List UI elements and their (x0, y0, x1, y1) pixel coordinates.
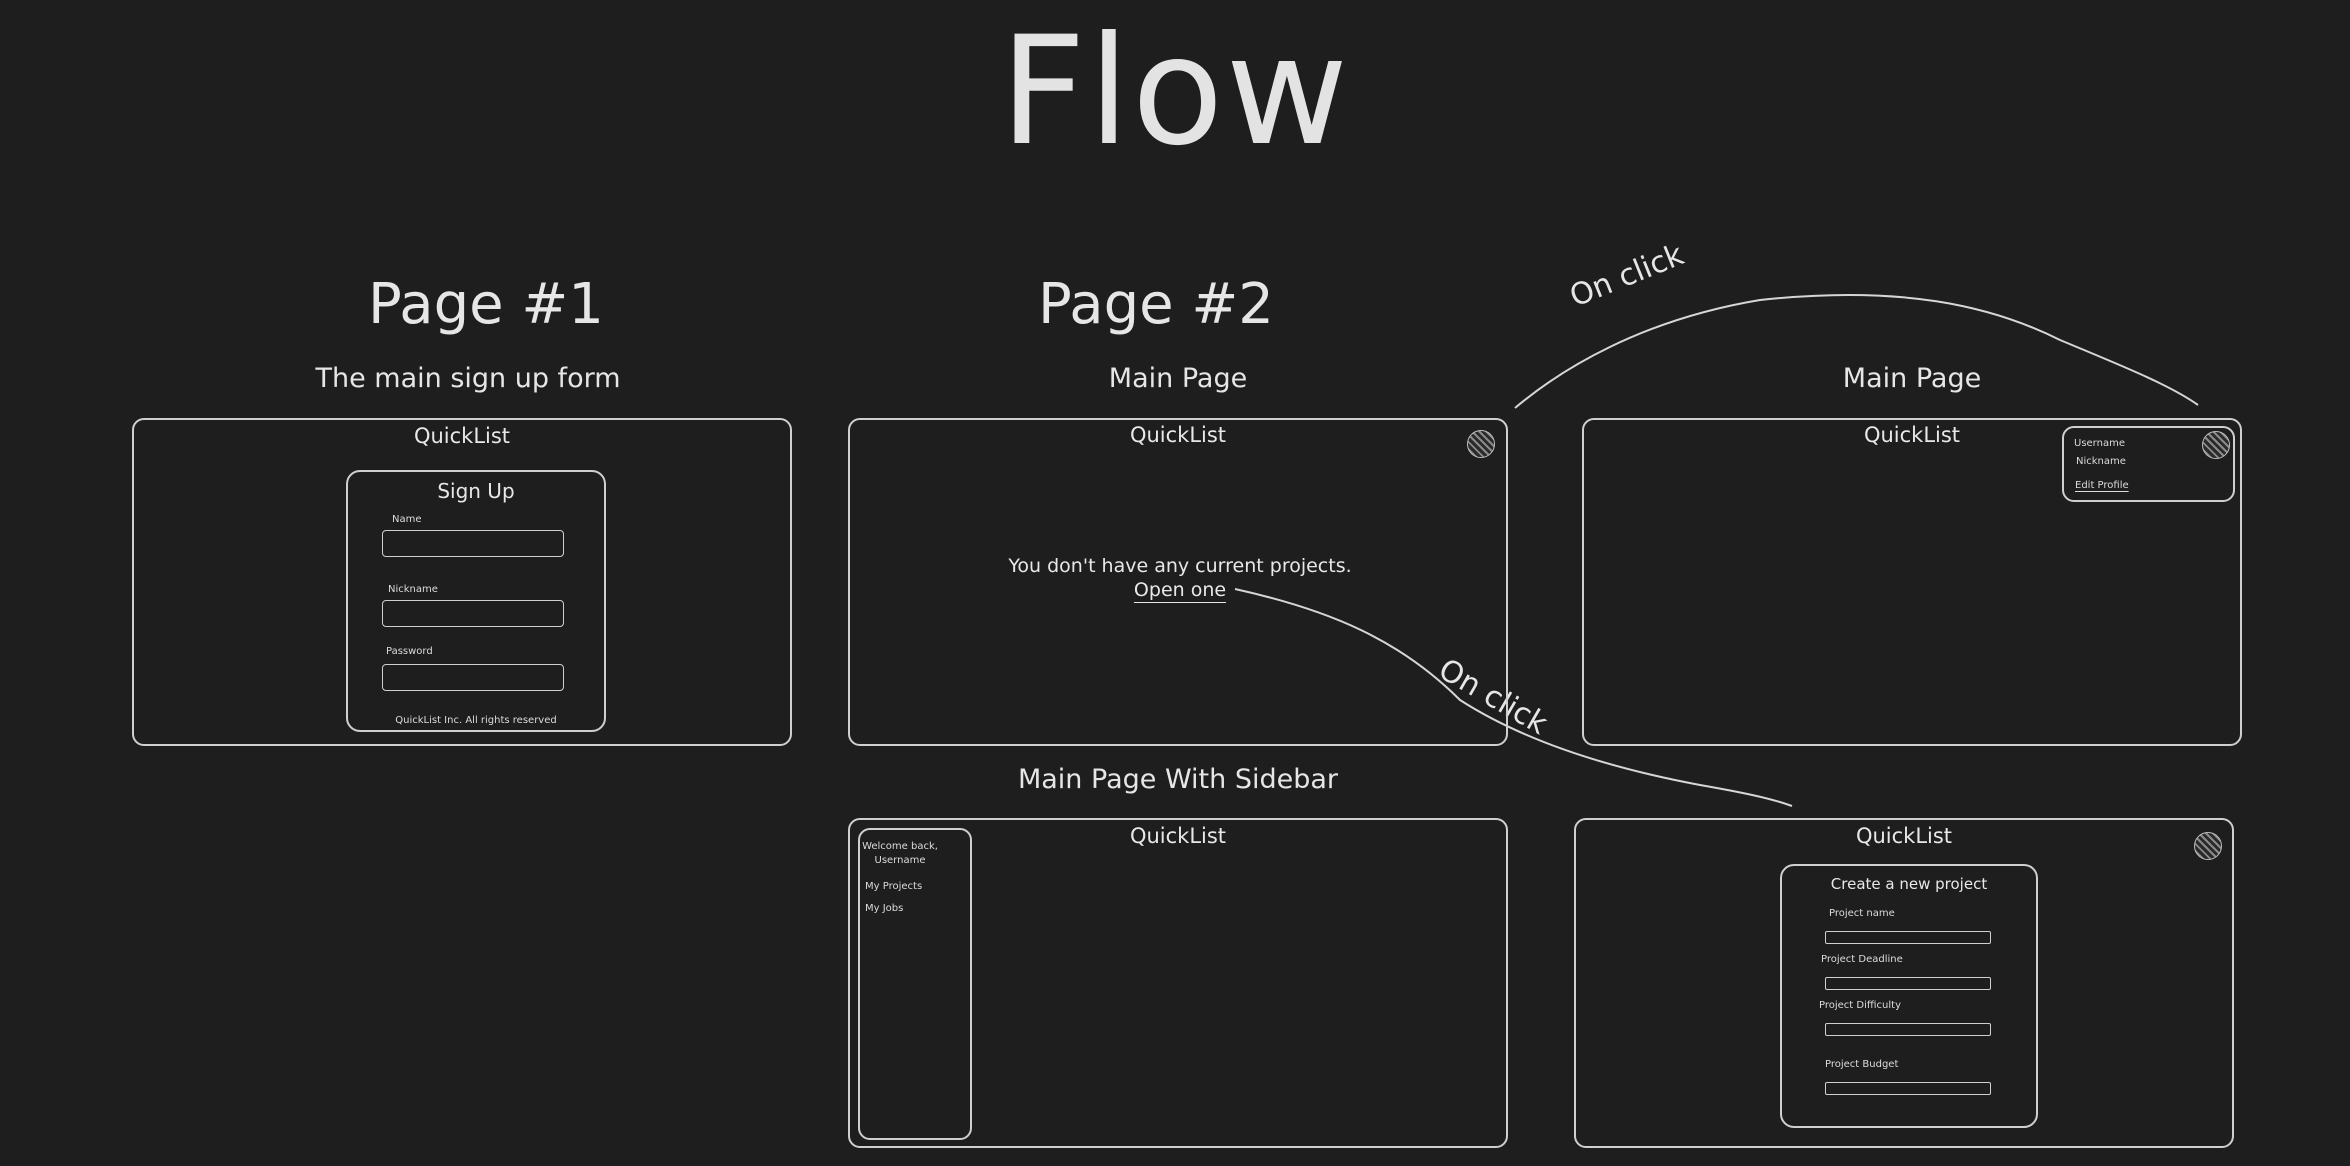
avatar[interactable] (2202, 431, 2230, 459)
new-project-screen: QuickList Create a new project Project n… (1574, 818, 2234, 1148)
password-input[interactable] (382, 664, 564, 691)
main-page-screen: QuickList You don't have any current pro… (848, 418, 1508, 746)
empty-projects-message: You don't have any current projects. (1008, 555, 1352, 577)
main-page-menu-caption: Main Page (1842, 363, 1982, 394)
brand-logo: QuickList (1855, 824, 1953, 848)
sidebar-item-my-projects[interactable]: My Projects (865, 881, 923, 892)
brand-logo: QuickList (413, 424, 511, 448)
menu-nickname: Nickname (2076, 456, 2126, 467)
edit-profile-link[interactable]: Edit Profile (2075, 480, 2129, 491)
signup-card: Sign Up Name Nickname Password QuickList… (346, 470, 606, 732)
brand-logo: QuickList (1863, 423, 1961, 447)
main-page-menu-screen: QuickList Username Nickname Edit Profile (1582, 418, 2242, 746)
password-label: Password (386, 646, 433, 657)
sidebar-item-my-jobs[interactable]: My Jobs (865, 903, 904, 914)
sidebar-page-screen: QuickList Welcome back, Username My Proj… (848, 818, 1508, 1148)
sidebar-page-caption: Main Page With Sidebar (1017, 764, 1339, 795)
connector-top (1514, 293, 2199, 409)
main-page-caption: Main Page (1108, 363, 1248, 394)
name-label: Name (392, 514, 422, 525)
project-deadline-input[interactable] (1825, 977, 1991, 990)
signup-screen: QuickList Sign Up Name Nickname Password… (132, 418, 792, 746)
profile-dropdown: Username Nickname Edit Profile (2062, 426, 2235, 502)
sidebar-welcome: Welcome back, Username (862, 841, 938, 866)
page1-caption: The main sign up form (315, 363, 621, 394)
project-name-label: Project name (1829, 908, 1895, 919)
brand-logo: QuickList (1129, 423, 1227, 447)
project-name-input[interactable] (1825, 931, 1991, 944)
open-project-link[interactable]: Open one (1133, 579, 1227, 601)
connector-middle (1234, 588, 1793, 807)
menu-username: Username (2074, 438, 2125, 449)
brand-logo: QuickList (1129, 824, 1227, 848)
project-difficulty-label: Project Difficulty (1819, 1000, 1901, 1011)
avatar[interactable] (2194, 832, 2222, 860)
nickname-label: Nickname (388, 584, 438, 595)
project-budget-label: Project Budget (1825, 1059, 1899, 1070)
nickname-input[interactable] (382, 600, 564, 627)
avatar[interactable] (1467, 430, 1495, 458)
project-difficulty-input[interactable] (1825, 1023, 1991, 1036)
project-deadline-label: Project Deadline (1821, 954, 1903, 965)
project-budget-input[interactable] (1825, 1082, 1991, 1095)
new-project-card: Create a new project Project name Projec… (1780, 864, 2038, 1128)
new-project-title: Create a new project (1830, 875, 1988, 893)
signup-footer: QuickList Inc. All rights reserved (395, 715, 557, 726)
diagram-title: Flow (999, 5, 1351, 179)
page1-heading: Page #1 (368, 272, 604, 337)
sidebar: Welcome back, Username My Projects My Jo… (858, 828, 972, 1140)
signup-title: Sign Up (437, 479, 515, 503)
page2-heading: Page #2 (1038, 272, 1274, 337)
name-input[interactable] (382, 530, 564, 557)
